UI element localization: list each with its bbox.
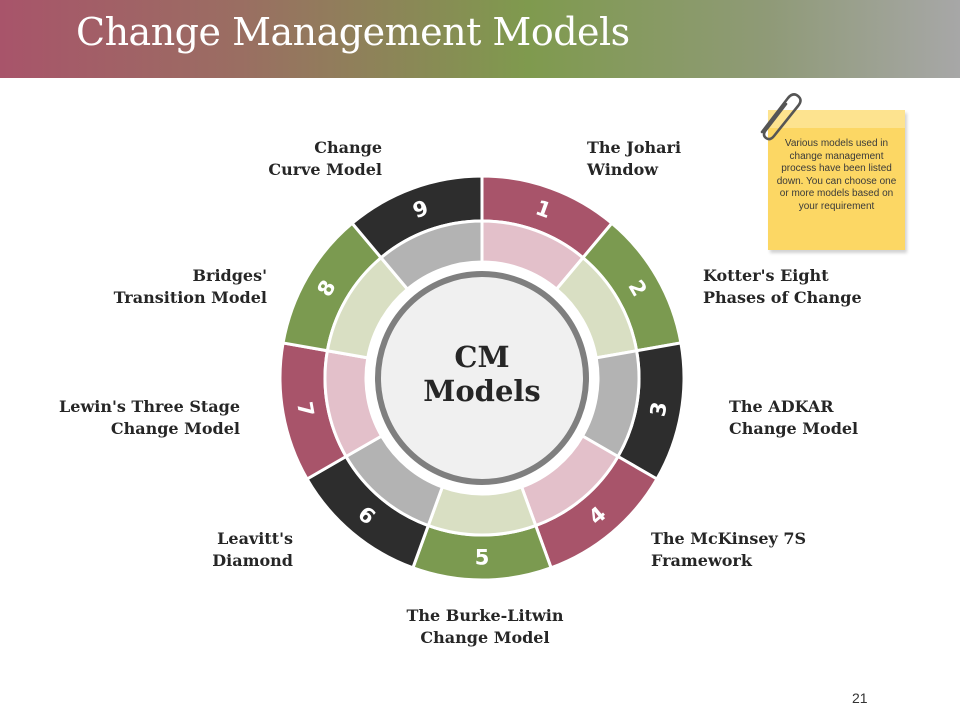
- label-segment-6: Leavitt's Diamond: [212, 529, 293, 570]
- label-segment-2: Kotter's Eight Phases of Change: [703, 266, 862, 307]
- segment-5-number: 5: [475, 546, 490, 570]
- label-segment-8: Bridges' Transition Model: [113, 266, 267, 307]
- paperclip-icon: [760, 93, 802, 141]
- center-label-line2: Models: [423, 374, 541, 408]
- sticky-note-text: Various models used in change management…: [776, 138, 897, 212]
- sticky-note-tape: [768, 110, 905, 128]
- slide-title: Change Management Models: [76, 10, 630, 54]
- title-bar: Change Management Models: [0, 0, 960, 78]
- label-segment-4: The McKinsey 7S Framework: [651, 529, 807, 570]
- center-disc: [375, 271, 589, 485]
- sticky-note: Various models used in change management…: [768, 110, 905, 250]
- label-segment-7: Lewin's Three Stage Change Model: [59, 397, 240, 438]
- label-segment-9: Change Curve Model: [268, 138, 382, 179]
- label-segment-5: The Burke-Litwin Change Model: [406, 606, 564, 647]
- segment-5-inner: [426, 485, 538, 537]
- label-segment-1: The Johari Window: [587, 138, 682, 179]
- page-number: 21: [852, 690, 868, 706]
- segment-3-number: 3: [646, 400, 672, 419]
- center-label: CM Models: [402, 340, 562, 408]
- segment-7-number: 7: [292, 400, 318, 419]
- center-label-line1: CM: [454, 340, 510, 374]
- label-segment-3: The ADKAR Change Model: [729, 397, 859, 438]
